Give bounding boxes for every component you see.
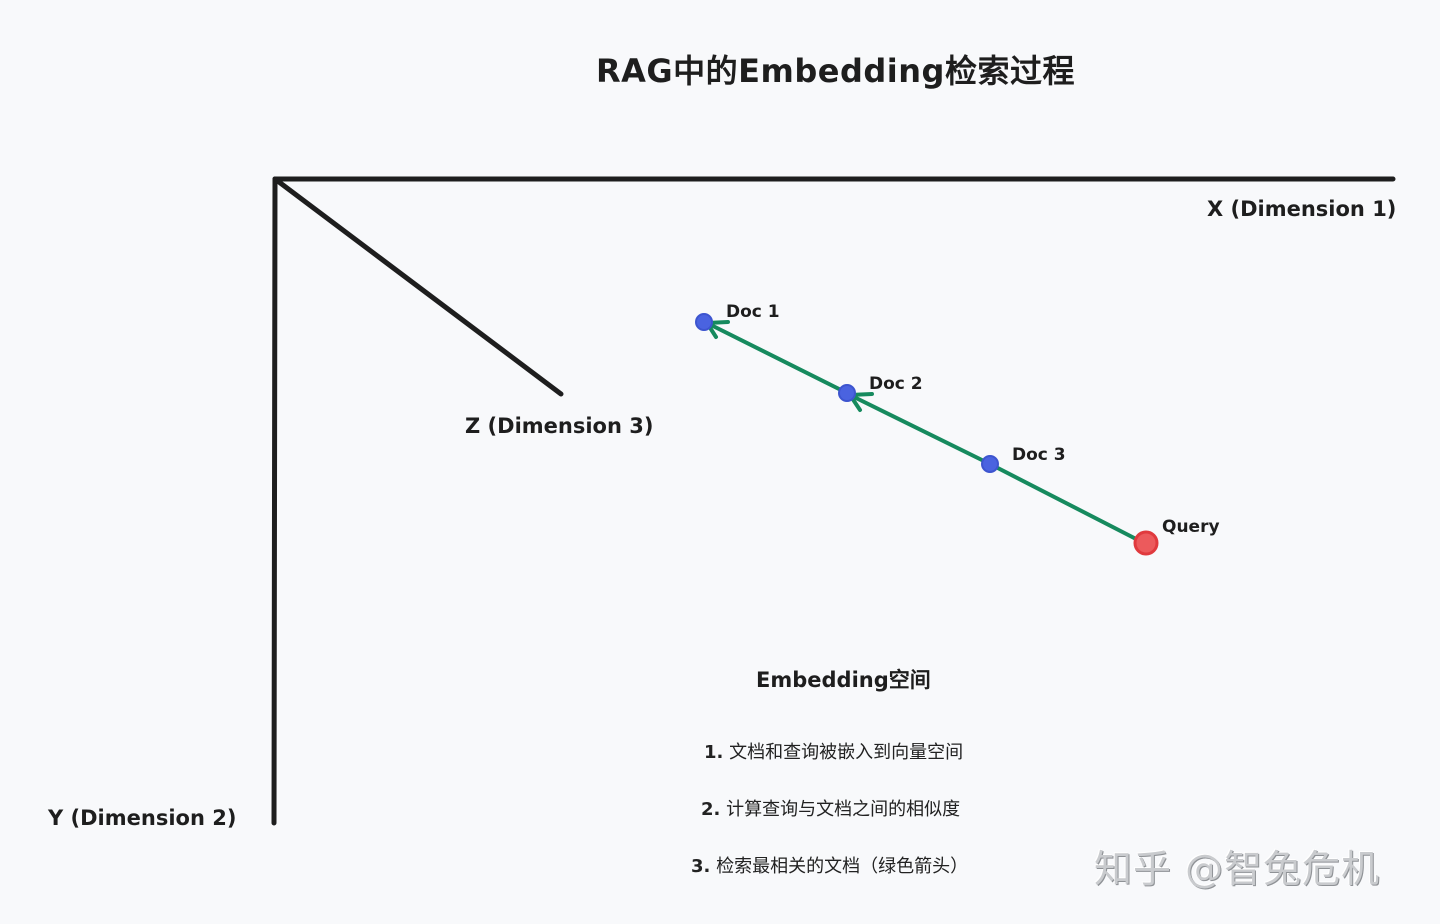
arrow-doc2-to-doc1 xyxy=(705,321,849,395)
doc3-label: Doc 3 xyxy=(1012,445,1066,465)
z-axis-label: Z (Dimension 3) xyxy=(465,414,654,438)
z-axis-line xyxy=(272,176,564,397)
step-number: 1. xyxy=(704,742,724,763)
step-1: 1. 文档和查询被嵌入到向量空间 xyxy=(704,738,963,764)
doc1-point xyxy=(695,313,713,331)
step-text: 计算查询与文档之间的相似度 xyxy=(726,799,961,820)
step-2: 2. 计算查询与文档之间的相似度 xyxy=(701,795,960,821)
doc2-point xyxy=(838,384,856,402)
step-text: 文档和查询被嵌入到向量空间 xyxy=(729,742,964,763)
step-3: 3. 检索最相关的文档（绿色箭头） xyxy=(691,852,968,878)
doc3-point xyxy=(981,455,999,473)
step-text: 检索最相关的文档（绿色箭头） xyxy=(716,856,969,877)
doc2-label: Doc 2 xyxy=(869,374,923,394)
doc1-label: Doc 1 xyxy=(726,302,780,322)
embedding-space-title: Embedding空间 xyxy=(756,668,931,692)
step-number: 3. xyxy=(691,856,711,877)
y-axis-line xyxy=(271,176,278,826)
arrow-doc3-to-doc2 xyxy=(848,393,992,466)
y-axis-label: Y (Dimension 2) xyxy=(48,806,237,830)
query-label: Query xyxy=(1162,517,1220,537)
watermark: 知乎 @智兔危机 xyxy=(1094,847,1381,891)
query-point xyxy=(1133,530,1159,556)
arrow-query-to-doc3 xyxy=(988,462,1142,543)
step-number: 2. xyxy=(701,799,721,820)
x-axis-label: X (Dimension 1) xyxy=(1207,197,1397,221)
diagram-title: RAG中的Embedding检索过程 xyxy=(596,52,1075,90)
